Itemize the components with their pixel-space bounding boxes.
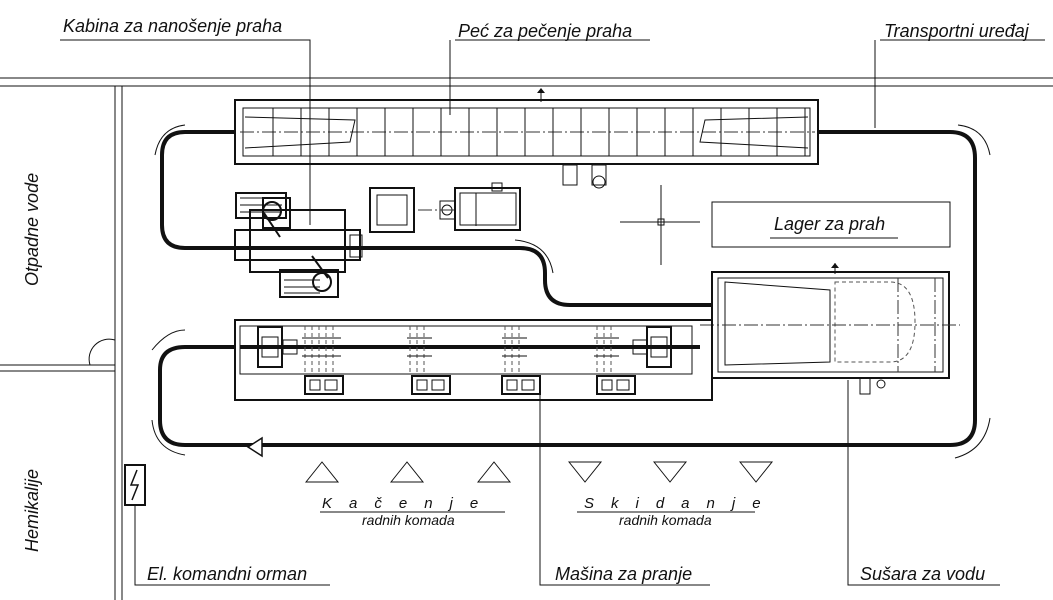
pump [304,375,344,395]
electric-cabinet [124,464,146,506]
auxiliary-equipment [369,182,521,233]
label-masina: Mašina za pranje [555,564,692,584]
water-dryer [700,263,960,395]
label-susara: Sušara za vodu [860,564,985,584]
reference-crosshair [620,185,700,265]
label-kacenje: Kačenje [322,495,495,512]
loading-markers [304,461,774,483]
pump [411,375,451,395]
label-lager: Lager za prah [774,214,885,234]
pump-motor [416,379,428,391]
label-skidanje: Skidanje [584,495,778,512]
label-orman: El. komandni orman [147,564,307,584]
washing-machine [234,319,713,401]
powder-storage-box [711,201,951,248]
building-walls [0,77,1053,600]
powder-oven [234,88,819,189]
leader-lines [60,39,1045,586]
label-otpadne: Otpadne vode [22,173,42,286]
pump [596,375,636,395]
pump-body [324,379,338,391]
label-transport: Transportni uređaj [884,21,1030,41]
conveyor-direction-arrow [246,436,263,458]
label-skidanje-sub: radnih komada [619,512,712,528]
pump-motor [601,379,613,391]
pump-body [521,379,535,391]
label-kabina: Kabina za nanošenje praha [63,16,282,36]
pump [501,375,541,395]
label-kacenje-sub: radnih komada [362,512,455,528]
pump-body [431,379,445,391]
conveyor-line [151,124,991,459]
spray-booth [234,192,363,298]
pump-motor [309,379,321,391]
label-pec: Peć za pečenje praha [458,21,632,41]
label-hemikalije: Hemikalije [22,469,42,552]
pump-motor [506,379,518,391]
pump-body [616,379,630,391]
